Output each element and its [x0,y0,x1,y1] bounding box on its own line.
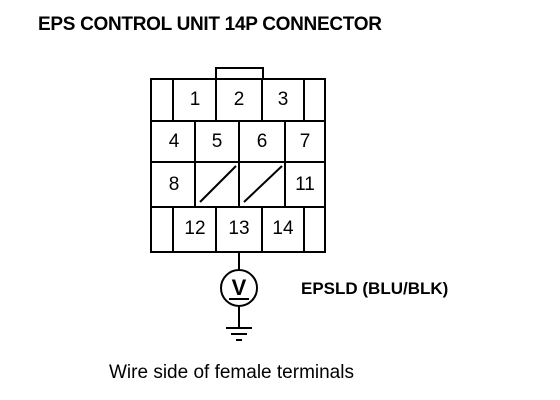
pin-1: 1 [190,89,201,110]
pin-12: 12 [184,218,205,239]
pin-14: 14 [272,218,294,239]
pin-2: 2 [234,89,245,110]
ground-icon [226,327,252,341]
pin-7: 7 [300,131,311,152]
pin-11: 11 [295,174,315,195]
voltmeter-icon: V [220,269,258,307]
pin-labels: 1 2 3 4 5 6 7 8 11 12 13 14 [169,89,315,239]
pin-6: 6 [257,131,268,152]
pin-3: 3 [278,89,289,110]
locking-tab [215,67,264,79]
pin-8: 8 [169,174,180,195]
caption: Wire side of female terminals [109,362,354,383]
connector-title: EPS CONTROL UNIT 14P CONNECTOR [38,14,382,35]
voltmeter-symbol: V [232,275,247,300]
wire-label: EPSLD (BLU/BLK) [301,279,449,298]
empty-cavity-right [243,165,283,203]
connector-body [150,67,326,253]
pin-4: 4 [169,131,180,152]
empty-cavity-left [199,165,237,203]
pin-5: 5 [212,131,223,152]
pin-13: 13 [228,218,249,239]
